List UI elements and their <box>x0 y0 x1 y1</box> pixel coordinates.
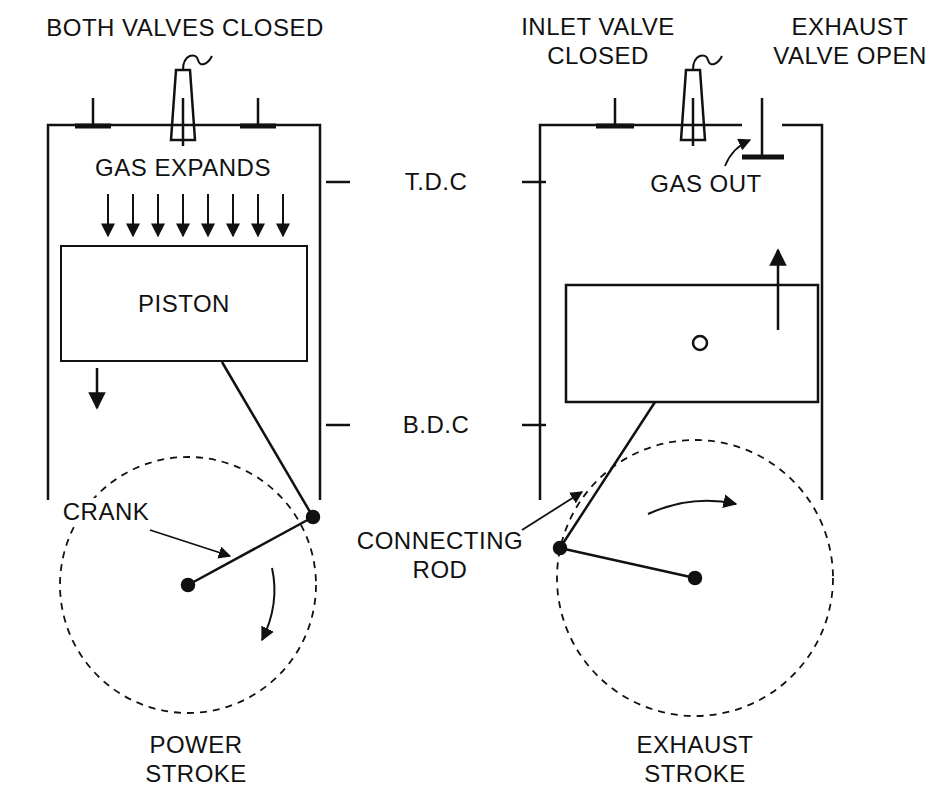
part-label: B.D.C <box>399 411 474 440</box>
valve-stem <box>761 98 764 156</box>
ignition-wire <box>183 55 212 70</box>
rotation-arrow <box>262 568 274 640</box>
ignition-wire <box>693 55 722 70</box>
part-label: INLET VALVE CLOSED <box>513 13 683 71</box>
spark-plug-electrode <box>692 98 695 146</box>
crank-circle <box>60 457 316 713</box>
part-label: CRANK <box>59 498 154 527</box>
valve-head <box>75 124 111 129</box>
leader-line <box>522 492 582 530</box>
gudgeon-pin <box>693 336 707 350</box>
pressure-arrows <box>108 194 283 236</box>
leader-line <box>150 530 230 556</box>
part-label: POWER STROKE <box>96 731 296 789</box>
exhaust-stroke-figure <box>522 55 833 716</box>
power-stroke-figure <box>48 55 350 713</box>
rotation-arrow <box>648 501 736 514</box>
crank-arm <box>188 517 313 585</box>
part-label: EXHAUST VALVE OPEN <box>762 13 938 71</box>
part-label: EXHAUST STROKE <box>585 731 805 789</box>
valve-head <box>742 155 784 160</box>
cylinder-wall <box>48 125 320 500</box>
tdc-tick <box>522 181 546 184</box>
part-label: GAS EXPANDS <box>95 154 271 183</box>
valve-stem <box>614 98 617 125</box>
motion-arrow <box>777 250 780 330</box>
crank-shaft <box>689 572 701 584</box>
motion-arrow <box>96 368 99 408</box>
piston <box>566 285 818 402</box>
bdc-tick <box>522 424 546 427</box>
part-label: CONNECTING ROD <box>345 527 535 585</box>
cylinder-wall <box>782 125 822 500</box>
valve-stem <box>257 98 260 125</box>
crank-pin <box>554 542 566 554</box>
valve-stem <box>92 98 95 125</box>
connecting-rod <box>222 362 313 517</box>
crank-pin <box>307 511 319 523</box>
crank-shaft <box>182 579 194 591</box>
part-label: GAS OUT <box>650 170 762 199</box>
gas-flow-arrow <box>725 140 750 166</box>
part-label: BOTH VALVES CLOSED <box>46 14 324 43</box>
valve-head <box>596 124 634 129</box>
part-label: T.D.C <box>401 168 472 197</box>
connecting-rod <box>560 402 655 548</box>
piston-box: PISTON <box>60 245 308 362</box>
spark-plug-electrode <box>182 98 185 146</box>
crank-arm <box>560 548 695 578</box>
bdc-tick <box>326 424 350 427</box>
piston-label: PISTON <box>138 290 230 318</box>
tdc-tick <box>326 181 350 184</box>
valve-head <box>240 124 276 129</box>
crank-circle <box>557 440 833 716</box>
